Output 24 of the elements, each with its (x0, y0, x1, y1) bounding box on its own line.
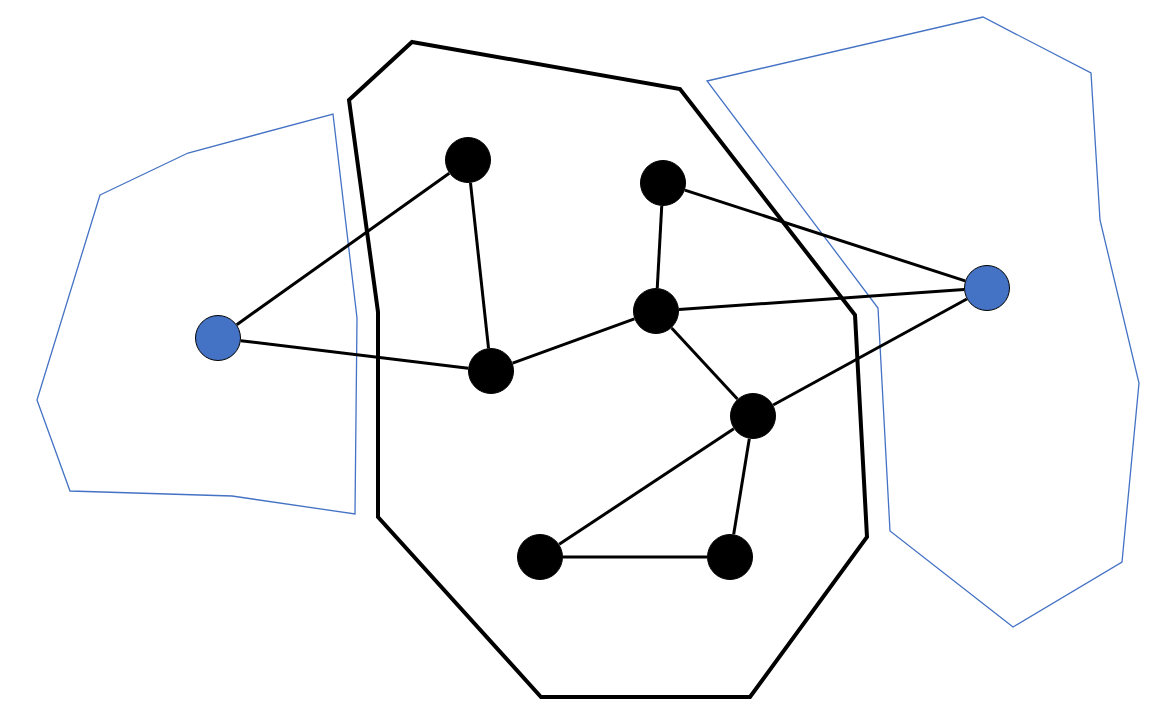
graph-vertex (445, 137, 491, 183)
graph-edge (670, 326, 739, 401)
graph-edge (684, 188, 966, 283)
graph-edge (469, 182, 490, 349)
graph-edge (678, 288, 965, 311)
graph-edge (563, 555, 707, 559)
graph-vertex (640, 160, 686, 206)
graph-vertex (964, 265, 1010, 311)
graph-edge (655, 205, 664, 289)
graph-edge (558, 427, 735, 546)
graph-vertex (195, 315, 241, 361)
graph-edge (235, 172, 451, 326)
region-outline (704, 14, 1142, 630)
graph-edge (772, 297, 968, 407)
graph-vertex (468, 348, 514, 394)
graph-vertex (633, 288, 679, 334)
graph-vertex (517, 534, 563, 580)
graph-edge (240, 339, 469, 370)
graph-edge (732, 438, 751, 535)
graph-edge (512, 317, 635, 365)
region-outline (34, 111, 360, 517)
cluster-outline (346, 39, 870, 700)
graph-vertex (707, 534, 753, 580)
graph-vertex (730, 393, 776, 439)
